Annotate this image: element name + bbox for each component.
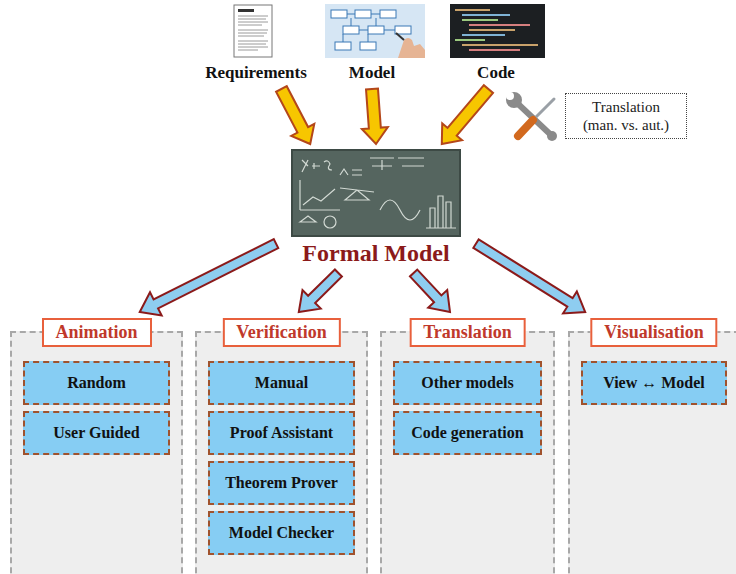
code-picture [450, 4, 545, 58]
panel-heading: Visualisation [590, 318, 717, 347]
method-name: View ↔ Model [603, 374, 705, 392]
note-text: Translation (man. vs. aut.) [576, 98, 676, 134]
source-name: Code [477, 63, 515, 83]
method-box: Model Checker [208, 511, 355, 555]
method-box: Random [23, 361, 170, 405]
source-name: Requirements [205, 63, 307, 83]
note-box: Translation (man. vs. aut.) [565, 93, 687, 139]
method-name: Code generation [411, 424, 523, 442]
method-name: Random [67, 374, 126, 392]
method-name: Manual [255, 374, 308, 392]
method-box: View ↔ Model [581, 361, 727, 405]
method-box: Proof Assistant [208, 411, 355, 455]
panel-heading: Verification [222, 318, 340, 347]
category-panel: VisualisationView ↔ Model [568, 331, 736, 574]
block-arrow [276, 86, 314, 144]
tools-icon [506, 92, 557, 141]
method-name: Model Checker [229, 524, 334, 542]
document-icon [234, 5, 272, 57]
method-name: Proof Assistant [230, 424, 333, 442]
source-label: Model [349, 63, 395, 83]
method-name: User Guided [53, 424, 139, 442]
block-arrow [410, 270, 450, 312]
block-arrow [473, 239, 585, 313]
block-arrow [140, 239, 278, 315]
method-box: Code generation [393, 411, 542, 455]
method-name: Other models [421, 374, 514, 392]
category-panel: AnimationRandomUser Guided [10, 331, 183, 574]
block-arrow [442, 85, 493, 144]
source-label: Code [477, 63, 515, 83]
block-arrow [362, 89, 388, 144]
method-box: User Guided [23, 411, 170, 455]
source-name: Model [349, 63, 395, 83]
method-box: Theorem Prover [208, 461, 355, 505]
panel-heading: Animation [41, 318, 151, 347]
chalkboard-picture [292, 150, 460, 236]
model-title: Formal Model [302, 240, 449, 267]
method-box: Manual [208, 361, 355, 405]
method-box: Other models [393, 361, 542, 405]
panel-heading: Translation [409, 318, 526, 347]
category-panel: VerificationManualProof AssistantTheorem… [195, 331, 368, 574]
model-picture [325, 4, 425, 58]
block-arrow [299, 269, 342, 312]
method-name: Theorem Prover [225, 474, 338, 492]
formal-model: Formal Model [282, 150, 470, 267]
category-panel: TranslationOther modelsCode generation [380, 331, 555, 574]
source-label: Requirements [205, 63, 307, 83]
